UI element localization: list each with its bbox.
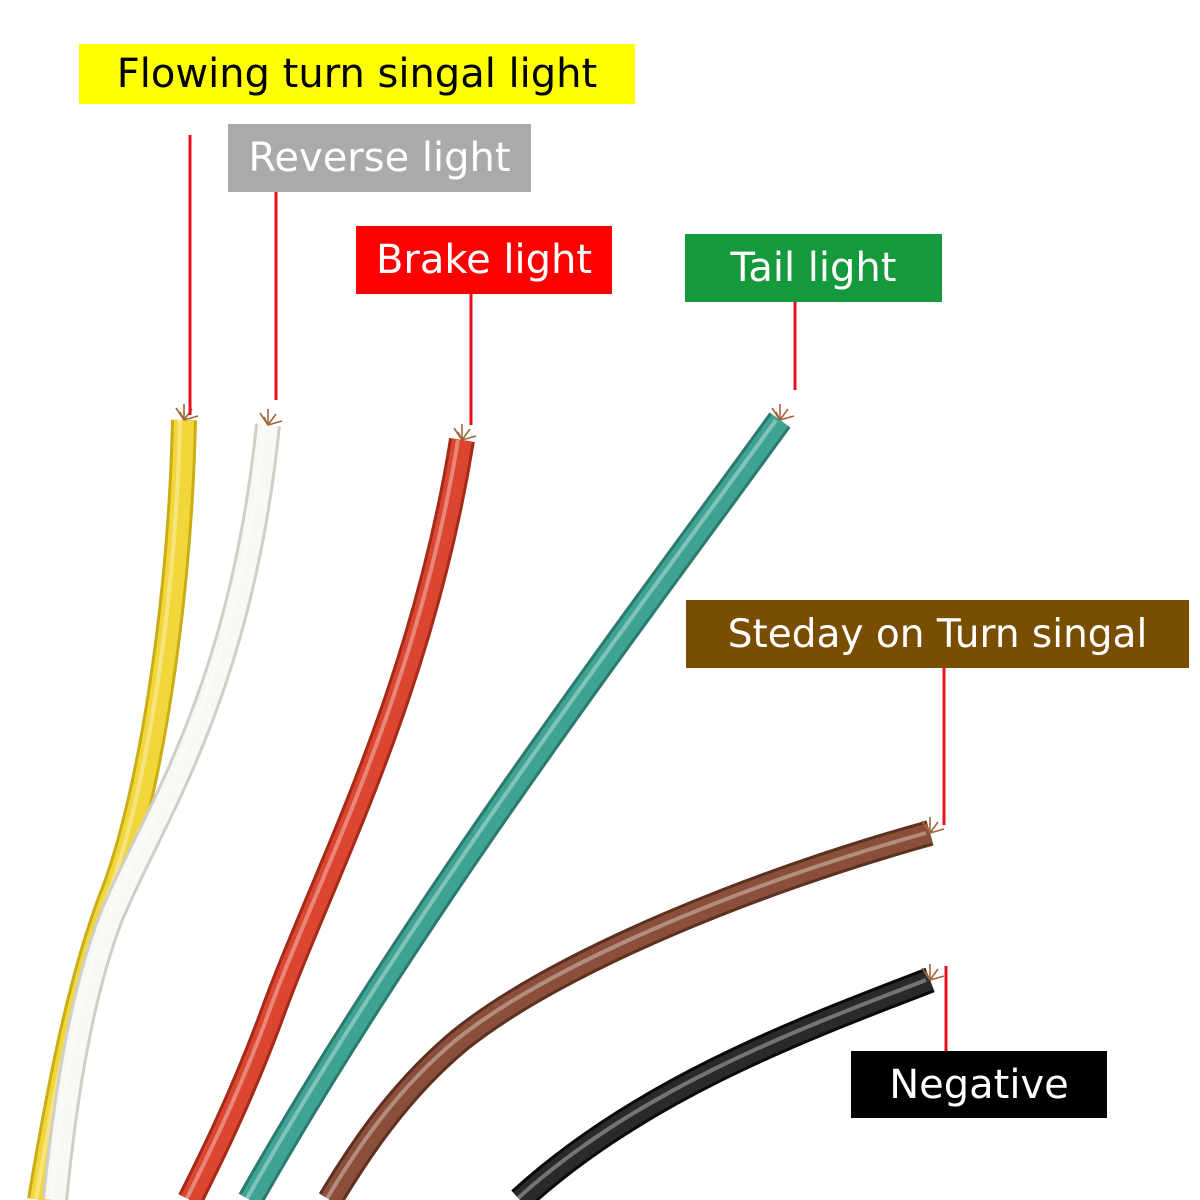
copper-strand [461, 435, 477, 441]
wire-white [45, 423, 278, 1200]
wire-brown [321, 823, 933, 1200]
wire-red [181, 438, 472, 1200]
copper-strand [779, 408, 789, 421]
copper-strand [929, 975, 945, 981]
copper-strand [267, 413, 277, 426]
wire-red-highlight [184, 439, 460, 1200]
copper-strand [929, 828, 945, 834]
copper-strand [179, 411, 185, 421]
label-brake-light: Brake light [356, 226, 612, 294]
copper-strand [925, 824, 931, 834]
wire-green [241, 414, 789, 1200]
copper-strand [929, 821, 939, 834]
label-reverse-light: Reverse light [228, 124, 531, 192]
label-tail-light: Tail light [685, 234, 942, 302]
copper-strand [461, 428, 471, 441]
copper-strand [267, 420, 283, 426]
wire-black [513, 970, 934, 1200]
label-steady-on-turn-signal: Steday on Turn singal [686, 600, 1189, 668]
copper-strand [779, 415, 795, 421]
wire-black-highlight [514, 978, 927, 1200]
label-negative: Negative [851, 1051, 1107, 1118]
copper-strand [775, 411, 781, 421]
copper-strand [925, 971, 931, 981]
wire-green-highlight [244, 418, 778, 1200]
wire-white-highlight [49, 424, 266, 1200]
copper-strand [183, 415, 199, 421]
wire-brown-highlight [324, 831, 927, 1200]
label-flowing-turn-signal: Flowing turn singal light [79, 44, 635, 104]
copper-strand [929, 968, 939, 981]
copper-strand [457, 431, 463, 441]
copper-strand [263, 416, 269, 426]
